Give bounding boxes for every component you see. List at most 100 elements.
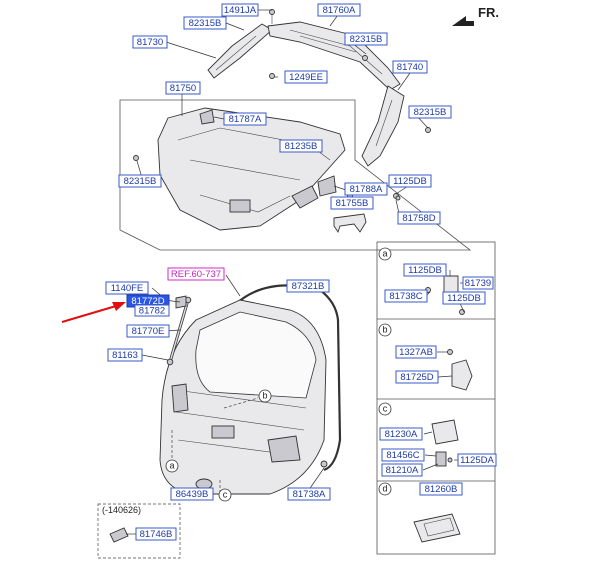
label-box	[167, 267, 225, 281]
callout-a-letter: a	[169, 460, 174, 470]
panel-a-letter: a	[382, 248, 387, 258]
label-box	[419, 482, 463, 496]
part-number-text: 1140FE	[111, 283, 144, 294]
part-number-text: 82315B	[350, 34, 383, 45]
part-number-label[interactable]: 87321B	[286, 279, 330, 293]
part-number-text: 1491JA	[224, 5, 257, 16]
part-number-label[interactable]: 1125DB	[388, 174, 432, 188]
label-box	[344, 32, 388, 46]
callout-a	[165, 459, 179, 473]
part-number-text: 81456C	[386, 450, 419, 461]
part-number-label[interactable]: 1140FE	[105, 281, 149, 295]
label-box	[132, 35, 168, 49]
label-box	[388, 174, 432, 188]
part-number-text: 81782	[139, 306, 165, 317]
weatherstrip	[235, 284, 342, 472]
panel-b-letter: b	[382, 324, 387, 334]
trim-group-outline	[119, 99, 472, 251]
part-number-label[interactable]: 81787A	[223, 112, 267, 126]
label-box	[135, 527, 177, 541]
part-number-text: 81738C	[389, 291, 422, 302]
part-number-label[interactable]: REF.60-737	[167, 267, 225, 281]
label-box	[442, 291, 486, 305]
latch-striker-icon	[451, 359, 473, 391]
panel-d-letter: d	[382, 483, 387, 493]
part-number-text: 81163	[112, 350, 138, 361]
label-box	[286, 279, 330, 293]
part-number-label[interactable]: 1125DB	[442, 291, 486, 305]
part-number-label[interactable]: 81782	[134, 304, 170, 317]
label-box	[381, 448, 425, 462]
part-number-text: 81260B	[425, 484, 458, 495]
callout-c-letter: c	[223, 489, 228, 499]
part-number-label[interactable]: 1125DB	[403, 263, 447, 277]
highlight-arrow	[61, 302, 126, 323]
part-number-label[interactable]: 81230A	[379, 427, 423, 441]
label-box	[134, 304, 170, 317]
label-box	[397, 211, 441, 225]
part-number-text: 87321B	[292, 281, 325, 292]
part-number-label[interactable]: 1125DA	[457, 453, 497, 467]
label-box	[462, 276, 494, 290]
part-number-label[interactable]: 86439B	[170, 487, 214, 501]
part-number-text: 81758D	[402, 213, 435, 224]
part-number-label[interactable]: 81738A	[287, 487, 331, 501]
label-box	[395, 370, 439, 384]
label-box	[165, 81, 201, 95]
label-box	[384, 289, 428, 303]
part-number-label[interactable]: 81456C	[381, 448, 425, 462]
part-number-label[interactable]: 81740	[392, 60, 428, 74]
part-number-label[interactable]: 81163	[107, 348, 143, 362]
label-box	[330, 196, 374, 210]
part-number-text: 81739	[465, 278, 491, 289]
label-box	[279, 139, 323, 153]
detail-panels: a b c d	[376, 241, 496, 555]
part-number-text: 1125DA	[460, 455, 494, 466]
part-number-label[interactable]: 1249EE	[284, 70, 328, 84]
label-box	[317, 3, 361, 17]
part-number-label[interactable]: 82315B	[344, 32, 388, 46]
label-box	[408, 105, 452, 119]
grip-handle	[333, 213, 367, 234]
part-number-label[interactable]: 81750	[165, 81, 201, 95]
part-number-label[interactable]: 81760A	[317, 3, 361, 17]
label-box	[403, 263, 447, 277]
part-number-label[interactable]: 81725D	[395, 370, 439, 384]
left-side-trim	[207, 23, 273, 79]
version-outline	[97, 503, 181, 559]
part-number-label[interactable]: 81788A	[344, 182, 388, 196]
front-arrow-icon	[452, 16, 474, 26]
tailgate-inner-trim	[157, 107, 346, 231]
part-number-text: 82315B	[414, 107, 447, 118]
part-number-label[interactable]: 81738C	[384, 289, 428, 303]
part-number-text: REF.60-737	[171, 269, 221, 280]
part-number-label[interactable]: 81739	[462, 276, 494, 290]
part-number-label[interactable]: 82315B	[183, 16, 227, 30]
label-box	[284, 70, 328, 84]
label-box	[170, 487, 214, 501]
part-number-label[interactable]: 81260B	[419, 482, 463, 496]
part-number-label[interactable]: 81770E	[126, 324, 170, 338]
part-number-label[interactable]: 81210A	[381, 463, 423, 477]
part-number-label[interactable]: 81758D	[397, 211, 441, 225]
part-number-label[interactable]: 81755B	[330, 196, 374, 210]
label-box	[392, 60, 428, 74]
part-number-label[interactable]: 1327AB	[395, 345, 437, 359]
part-number-label[interactable]: 1491JA	[221, 3, 259, 17]
front-label: FR.	[478, 5, 499, 20]
part-number-text: 81750	[170, 83, 196, 94]
upper-trim-assembly	[207, 9, 431, 167]
part-number-label[interactable]: 82315B	[118, 174, 162, 188]
license-lamp-area	[211, 425, 235, 439]
part-number-label[interactable]: 81746B	[135, 527, 177, 541]
part-number-text: 81788A	[350, 184, 383, 195]
part-number-label[interactable]: 82315B	[408, 105, 452, 119]
part-number-label[interactable]: 81730	[132, 35, 168, 49]
red-arrow-icon	[112, 302, 126, 311]
part-number-label[interactable]: 81235B	[279, 139, 323, 153]
label-box	[344, 182, 388, 196]
part-number-text: 81730	[137, 37, 163, 48]
label-box	[287, 487, 331, 501]
part-number-text: 1327AB	[399, 347, 433, 358]
